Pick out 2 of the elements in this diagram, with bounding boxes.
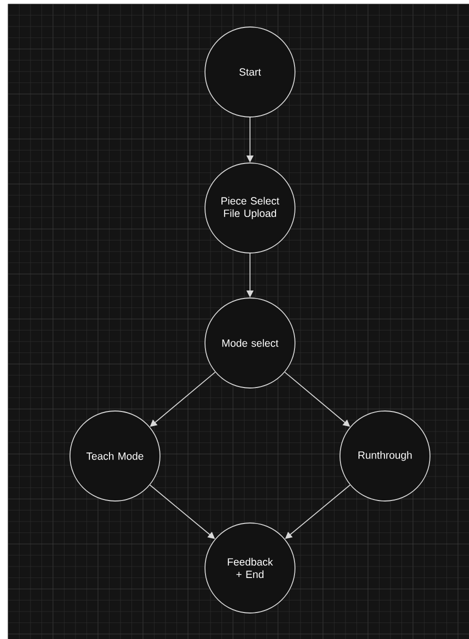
arrow	[285, 484, 350, 539]
arrow	[150, 484, 215, 539]
